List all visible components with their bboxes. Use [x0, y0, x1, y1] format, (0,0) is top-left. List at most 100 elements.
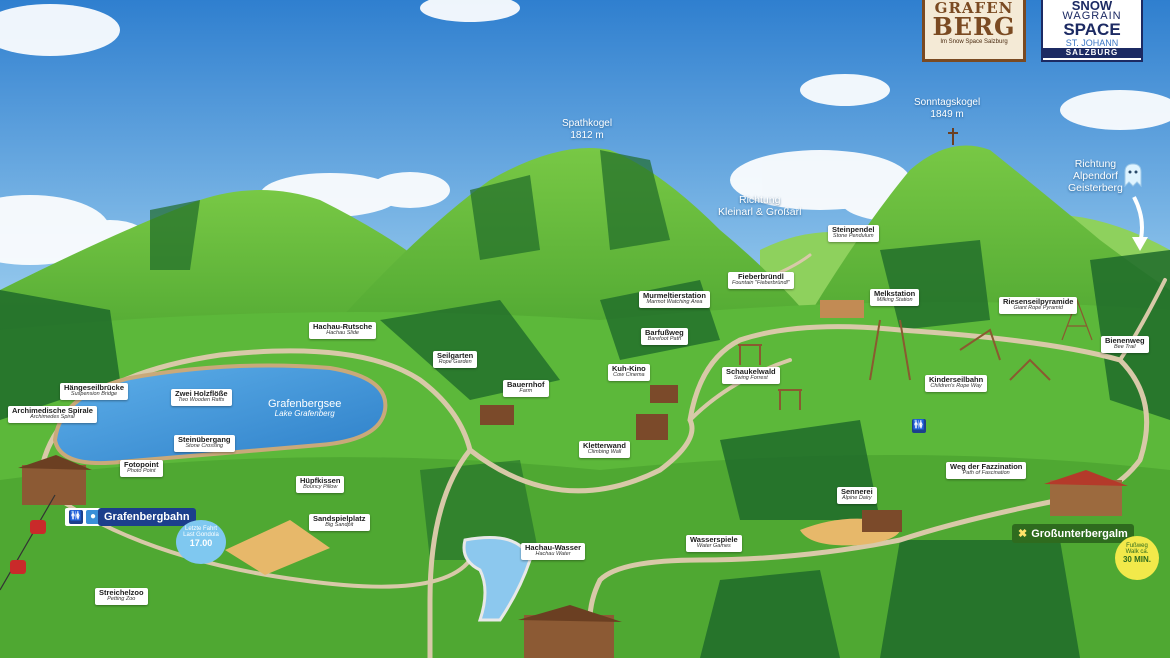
- snowspace-logo-line4: ST. JOHANN: [1065, 38, 1119, 48]
- badge-line2: Walk ca.: [1125, 549, 1149, 555]
- label-en: Climbing Wall: [587, 448, 622, 455]
- grafenberg-logo-sub: Im Snow Space Salzburg: [940, 39, 1008, 45]
- direction-line2: Alpendorf: [1072, 170, 1118, 183]
- label-en: Bouncy Pillow: [303, 483, 338, 490]
- direction-line3: Geisterberg: [1068, 182, 1123, 195]
- label-en: Stone Pendulum: [832, 232, 874, 239]
- badge-line2: Last Gondola: [183, 532, 219, 538]
- label-de: Bienenweg: [1105, 336, 1145, 345]
- baby-care-icon: ●: [86, 510, 100, 524]
- label-en: Path of Fascination: [962, 469, 1010, 476]
- label-de: Melkstation: [874, 289, 916, 298]
- label-de: Bauernhof: [507, 380, 545, 389]
- label-de: Schaukelwald: [726, 367, 776, 376]
- sandpit-area: [225, 520, 330, 575]
- label-de: Steinpendel: [832, 225, 875, 234]
- lake-label: Grafenbergsee Lake Grafenberg: [268, 398, 341, 419]
- peak-height: 1849 m: [930, 108, 964, 120]
- station-grafenbergbahn[interactable]: Grafenbergbahn: [98, 508, 196, 526]
- label-de: Kuh-Kino: [612, 364, 646, 373]
- label-de: Barfußweg: [645, 328, 684, 337]
- label-en: Cow Cinema: [613, 371, 645, 378]
- label-en: Two Wooden Rafts: [178, 396, 225, 403]
- label-en: Water Games: [696, 542, 731, 549]
- summit-cross: [948, 128, 958, 145]
- label-de: Hachau-Wasser: [525, 543, 581, 552]
- label-en: Swing Forrest: [733, 374, 768, 381]
- lake-name-en: Lake Grafenberg: [274, 409, 335, 419]
- snowspace-logo-line2: WAGRAIN: [1062, 10, 1122, 22]
- grafenberg-logo: GRAFEN BERG Im Snow Space Salzburg: [922, 0, 1026, 62]
- lake-name-de: Grafenbergsee: [268, 398, 342, 410]
- grafenberg-logo-line2: BERG: [932, 12, 1016, 41]
- label-de: Streichelzoo: [99, 588, 144, 597]
- label-de: Fieberbründl: [737, 272, 784, 281]
- label-de: Kinderseilbahn: [929, 375, 984, 384]
- peak-sonntagskogel: Sonntagskogel 1849 m: [914, 97, 980, 120]
- label-en: Photo Point: [127, 467, 156, 474]
- badge-time: 17.00: [189, 538, 213, 548]
- peak-name: Sonntagskogel: [914, 97, 981, 108]
- hachau-water: [462, 536, 532, 622]
- direction-line1: Richtung: [1074, 158, 1117, 170]
- label-de: Sandspielplatz: [313, 514, 366, 523]
- peak-height: 1812 m: [570, 129, 604, 141]
- label-en: Hachau Water: [535, 550, 571, 557]
- label-de: Kletterwand: [583, 441, 626, 450]
- label-en: Fountain "Fieberbründl": [732, 279, 790, 286]
- label-en: Farm: [519, 387, 533, 394]
- restroom-icon: 🚻: [912, 419, 926, 433]
- snowspace-logo-line1: SNOW: [1071, 0, 1113, 13]
- label-de: Sennerei: [841, 487, 873, 496]
- direction-alpendorf: Richtung Alpendorf Geisterberg: [1068, 158, 1123, 194]
- direction-line1: Richtung: [739, 194, 781, 206]
- badge-walk-time: Fußweg Walk ca. 30 MIN.: [1115, 536, 1159, 580]
- snowspace-logo: SNOW WAGRAIN SPACE ST. JOHANN SALZBURG: [1041, 0, 1143, 62]
- grafenberg-logo-line1: GRAFEN: [934, 0, 1014, 17]
- station-grossunterbergalm-label: Großunterbergalm: [1031, 527, 1128, 540]
- swing-frames: [738, 319, 1051, 410]
- label-de: Hüpfkissen: [300, 476, 341, 485]
- label-en: Rope Garden: [438, 358, 472, 365]
- facility-icons: 🚻 ●: [65, 508, 104, 526]
- label-en: Hachau Slide: [326, 329, 359, 336]
- direction-line2: Kleinarl & Großarl: [718, 206, 802, 219]
- restaurant-icon: ✖: [1018, 528, 1028, 540]
- ghost-icon: [1124, 163, 1142, 188]
- label-de: Hängeseilbrücke: [64, 383, 125, 392]
- station-grossunterbergalm[interactable]: ✖ Großunterbergalm: [1012, 524, 1134, 543]
- label-en: Alpine Dairy: [842, 494, 872, 501]
- label-en: Stone Crossing: [185, 442, 224, 449]
- peak-spathkogel: Spathkogel 1812 m: [562, 118, 612, 141]
- label-en: Barefoot Path: [647, 335, 682, 342]
- label-de: Weg der Fazzination: [950, 462, 1023, 471]
- label-de: Wasserspiele: [690, 535, 738, 544]
